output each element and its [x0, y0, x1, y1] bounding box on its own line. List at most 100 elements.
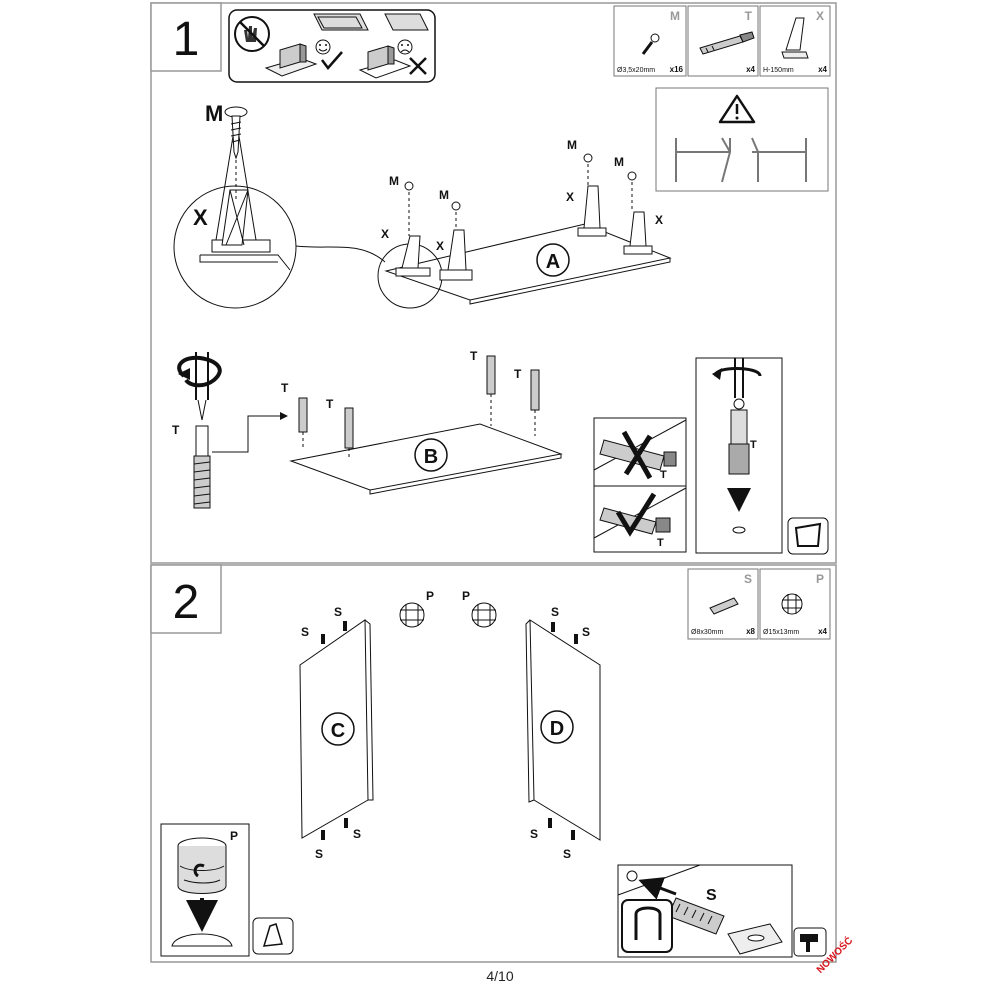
bolt-depth-box: T T [593, 417, 687, 553]
svg-text:Ø8x30mm: Ø8x30mm [691, 629, 723, 636]
svg-text:S: S [563, 847, 571, 861]
label-d: D [550, 718, 564, 740]
label-a: A [546, 251, 560, 273]
svg-text:S: S [582, 625, 590, 639]
svg-text:T: T [750, 439, 757, 451]
dowel-icon [709, 597, 739, 615]
label-m: M [205, 101, 223, 126]
smile-icon [315, 39, 331, 55]
svg-text:P: P [426, 589, 434, 603]
dowel-insertion-box: S [617, 864, 827, 958]
svg-text:S: S [315, 847, 323, 861]
screw-icon [641, 33, 660, 55]
label-x: X [381, 227, 389, 241]
cam-lock-icon [781, 593, 803, 615]
label-c: C [331, 720, 345, 742]
label-m: M [439, 188, 449, 202]
label-x: X [566, 190, 574, 204]
hammer-icon [793, 927, 827, 957]
part-box-p: P Ø15x13mm x4 [759, 568, 831, 640]
label-x: X [436, 239, 444, 253]
floor-mat-icon [313, 13, 429, 31]
cam-lock-detail-box: P [160, 823, 250, 957]
part-box-s: S Ø8x30mm x8 [687, 568, 759, 640]
svg-text:S: S [334, 605, 342, 619]
rotate-arrow-icon [177, 355, 222, 388]
svg-text:S: S [551, 605, 559, 619]
panel-d: D S S S S P [462, 589, 601, 861]
part-box-m: M Ø3,5x20mm x16 [613, 5, 687, 77]
leg-bracket [439, 201, 473, 281]
svg-text:S: S [353, 827, 361, 841]
bolt-t [298, 397, 308, 450]
boxed-part-icon [264, 43, 318, 77]
step-2-panel: 2 S Ø8x30mm x8 P Ø15x13mm x4 C [150, 564, 837, 963]
label-t: T [281, 381, 289, 395]
hand-insert-icon [621, 899, 673, 953]
svg-text:M: M [670, 9, 680, 23]
cam-lock-icon [399, 602, 425, 628]
svg-text:P: P [462, 589, 470, 603]
bolt-t [530, 369, 540, 436]
warning-icon [718, 94, 756, 124]
bolt-t [344, 407, 354, 458]
screw-icon [224, 106, 248, 160]
svg-text:x4: x4 [818, 627, 827, 636]
step-1-number: 1 [173, 13, 200, 66]
leg-bracket [623, 171, 653, 255]
sad-icon [397, 39, 413, 55]
bare-floor-part-icon [358, 45, 412, 79]
tape-roll-icon [787, 517, 829, 555]
label-m: M [614, 155, 624, 169]
cross-icon [409, 57, 427, 75]
label-x: X [655, 213, 663, 227]
board-b-assembly: B T T T T [281, 349, 563, 495]
cross-icon [621, 430, 653, 480]
svg-text:T: T [660, 469, 667, 481]
svg-text:S: S [706, 887, 717, 904]
label-t: T [326, 397, 334, 411]
svg-text:T: T [657, 537, 664, 549]
svg-text:Ø15x13mm: Ø15x13mm [763, 629, 799, 636]
leg-bracket-icon [781, 17, 809, 59]
label-t: T [470, 349, 478, 363]
page-number: 4/10 [486, 968, 514, 984]
svg-text:P: P [230, 829, 238, 843]
check-icon [321, 51, 343, 70]
cam-lock-icon [471, 602, 497, 628]
svg-text:X: X [816, 9, 824, 23]
svg-text:x8: x8 [746, 627, 755, 636]
step-2-number: 2 [173, 576, 200, 629]
leg-bolt-icon [699, 31, 755, 55]
label-m: M [567, 138, 577, 152]
label-t: T [514, 367, 522, 381]
bolt-t [486, 355, 496, 426]
label-b: B [424, 446, 438, 468]
right-leg-orientation-icon [751, 137, 807, 182]
leg-detail-zoom: M X [173, 101, 297, 309]
bolt-vertical-box: T [695, 357, 783, 554]
bolt-too-deep [599, 439, 677, 471]
part-box-x: X H-150mm x4 [759, 5, 831, 77]
svg-text:x16: x16 [670, 65, 684, 74]
no-hand-icon [234, 16, 270, 52]
leg-bracket [577, 153, 607, 237]
part-box-t: T x4 [687, 5, 759, 77]
label-x: X [193, 205, 208, 230]
panel-c: C S S S S P [299, 589, 434, 861]
wood-block-icon [727, 923, 783, 955]
board-a-assembly: A M M M M X X X X [377, 138, 672, 309]
svg-text:T: T [745, 9, 753, 23]
leg-bracket [395, 181, 431, 277]
svg-text:S: S [744, 572, 752, 586]
label-m: M [389, 174, 399, 188]
svg-text:P: P [816, 572, 824, 586]
check-icon [615, 492, 657, 537]
svg-text:H-150mm: H-150mm [763, 67, 794, 74]
svg-text:S: S [530, 827, 538, 841]
label-t: T [172, 423, 180, 437]
wrong-leg-orientation-icon [675, 137, 732, 183]
svg-text:S: S [301, 625, 309, 639]
svg-text:x4: x4 [818, 65, 827, 74]
